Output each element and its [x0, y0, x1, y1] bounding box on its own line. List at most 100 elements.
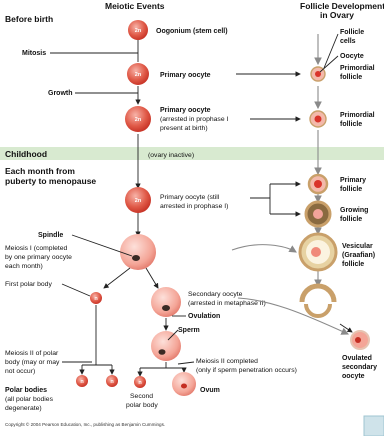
polar-body-cell — [76, 375, 88, 387]
label-vesicular-2: (Graafian) — [342, 252, 375, 259]
label-meiosis2pb-2: body (may or may — [5, 359, 60, 366]
label-growth: Growth — [48, 90, 73, 97]
primordial-oocyte-2 — [314, 115, 322, 123]
label-arrested-3: present at birth) — [160, 125, 208, 132]
label-growing-1: Growing — [340, 207, 368, 214]
spindle-pointer — [71, 234, 133, 257]
arrested-oocyte-cell-label: 2n — [135, 117, 142, 123]
label-primordial2-2: follicle — [340, 121, 362, 128]
arrested-oocyte-cell — [125, 106, 151, 132]
label-primordial-1: Primordial — [340, 65, 375, 72]
meiosis-to-vesicular-arrow — [231, 244, 297, 253]
label-second-polar-2: polar body — [126, 402, 158, 409]
label-spindle: Spindle — [38, 232, 63, 239]
primary-oocyte-cell — [127, 63, 149, 85]
label-follicle-cells-2: cells — [340, 38, 356, 45]
meiosis1-cell — [120, 234, 156, 270]
follicle-cells-pointer — [323, 33, 339, 69]
label-polar-bodies-3: degenerate) — [5, 405, 42, 412]
label-primordial-2: follicle — [340, 74, 362, 81]
primordial-oocyte — [315, 71, 321, 77]
still-arrested-oocyte-cell — [125, 187, 151, 213]
label-meiosis2c-2: (only if sperm penetration occurs) — [196, 367, 297, 374]
copyright-text: Copyright © 2004 Pearson Education, Inc.… — [5, 421, 165, 427]
label-each-month: Each month from — [5, 166, 75, 176]
header-before-birth: Before birth — [5, 14, 53, 24]
primary-oocyte-cell-label: 2n — [135, 72, 142, 78]
label-mitosis: Mitosis — [22, 50, 46, 57]
header-follicle-development: Follicle Development — [300, 1, 384, 11]
label-follicle-cells-1: Follicle — [340, 29, 364, 36]
label-oogonium: Oogonium (stem cell) — [156, 28, 228, 35]
label-still-2: arrested in prophase I) — [160, 203, 228, 210]
label-meiosis1-2: by one primary oocyte — [5, 254, 72, 261]
first-polar-body-label: n — [94, 296, 98, 302]
spindle — [132, 255, 140, 261]
label-primordial2-1: Primordial — [340, 112, 375, 119]
label-primary-oocyte: Primary oocyte — [160, 72, 211, 79]
polar-body-cell-label: n — [110, 379, 114, 385]
label-vesicular-3: follicle — [342, 261, 364, 268]
label-secondary-2: (arrested in metaphase II) — [188, 300, 266, 307]
first-polar-body — [90, 292, 102, 304]
polar-body-cell-label: n — [80, 379, 84, 385]
secondary-oocyte-cell — [151, 287, 181, 317]
label-meiosis2pb-3: not occur) — [5, 368, 35, 375]
polar-body-cell — [106, 375, 118, 387]
oogonium-cell-label: 2n — [135, 28, 142, 34]
label-arrested-1: Primary oocyte — [160, 107, 211, 114]
meiosis2c-pointer — [177, 361, 195, 365]
second-polar-body-cell-label: n — [138, 380, 142, 386]
fertilized-oocyte-cell — [151, 331, 181, 361]
label-primary-follicle-2: follicle — [340, 186, 362, 193]
label-ovulated-1: Ovulated — [342, 355, 372, 362]
label-ovulated-3: oocyte — [342, 373, 365, 380]
oocyte-pointer — [319, 55, 339, 73]
polar-body-pointer — [61, 283, 91, 297]
vesicular-oocyte — [311, 247, 321, 257]
oogonium-cell — [128, 20, 148, 40]
label-childhood: Childhood — [5, 149, 47, 159]
childhood-band — [0, 147, 384, 160]
split-arrow — [145, 267, 159, 289]
label-ovulation: Ovulation — [188, 313, 220, 320]
label-vesicular-1: Vesicular — [342, 243, 373, 250]
ovum-nucleus — [181, 383, 187, 389]
label-arrested-2: (arrested in prophase I — [160, 116, 228, 123]
corner-box — [363, 415, 384, 436]
sperm-head — [158, 349, 166, 355]
label-polar-bodies-1: Polar bodies — [5, 387, 47, 394]
label-meiosis1-1: Meiosis I (completed — [5, 245, 68, 252]
ovulated-oocyte-nucleus — [355, 337, 361, 343]
label-growing-2: follicle — [340, 216, 362, 223]
label-still-1: Primary oocyte (still — [160, 194, 220, 201]
label-secondary-1: Secondary oocyte — [188, 291, 243, 298]
still-arrested-oocyte-cell-label: 2n — [135, 198, 142, 204]
secondary-to-ovulated-arrow — [237, 297, 349, 335]
label-meiosis2pb-1: Meiosis II of polar — [5, 350, 59, 357]
label-ovary-inactive: (ovary inactive) — [148, 152, 194, 159]
label-oocyte: Oocyte — [340, 53, 364, 60]
sperm-pointer — [167, 329, 179, 341]
label-polar-bodies-2: (all polar bodies — [5, 396, 54, 403]
label-puberty-menopause: puberty to menopause — [5, 176, 96, 186]
header-in-ovary: in Ovary — [320, 10, 354, 20]
second-polar-body-cell — [134, 376, 146, 388]
label-meiosis2c-1: Meiosis II completed — [196, 358, 258, 365]
growing-follicle-oocyte — [313, 209, 323, 219]
label-first-polar-body: First polar body — [5, 281, 52, 288]
ruptured-follicle — [299, 283, 337, 303]
label-sperm: Sperm — [178, 327, 200, 334]
label-meiosis1-3: each month) — [5, 263, 43, 270]
label-ovum: Ovum — [200, 387, 220, 394]
metaphase-spindle — [162, 305, 170, 311]
split-arrow — [103, 267, 131, 289]
header-meiotic-events: Meiotic Events — [105, 1, 165, 11]
primary-follicle-oocyte — [314, 180, 322, 188]
label-second-polar-1: Second — [130, 393, 153, 400]
label-ovulated-2: secondary — [342, 364, 377, 371]
ruptured-follicle-lower — [304, 303, 332, 318]
label-primary-follicle-1: Primary — [340, 177, 366, 184]
